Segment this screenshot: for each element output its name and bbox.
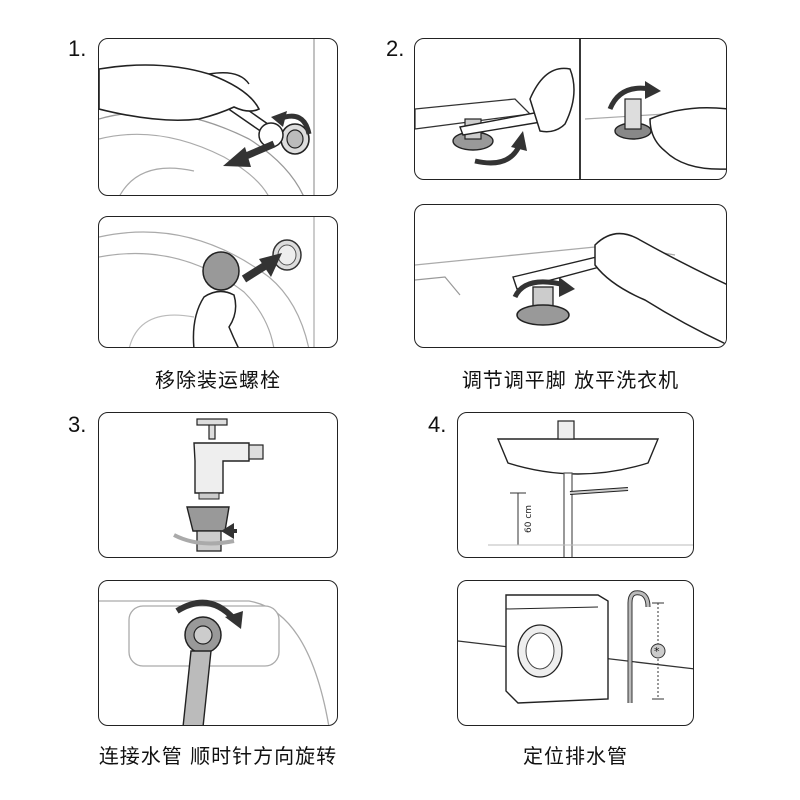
step-3-caption: 连接水管 顺时针方向旋转 xyxy=(98,744,338,768)
insert-cap-illustration xyxy=(99,217,315,347)
step-4-caption: 定位排水管 xyxy=(523,744,628,768)
adjust-feet-illustration xyxy=(415,39,726,179)
drain-pipe-icon xyxy=(569,487,629,495)
step-1-number: 1. xyxy=(68,36,87,61)
faucet-connect-illustration xyxy=(173,418,264,552)
panel-remove-bolt-wrench xyxy=(98,38,338,196)
bolt-icon xyxy=(280,123,310,155)
step-1-caption: 移除装运螺栓 xyxy=(155,368,281,392)
level-machine-illustration xyxy=(415,232,726,345)
asterisk-label: * xyxy=(654,645,660,658)
sink-drain-illustration: 60 cm xyxy=(488,420,693,557)
panel-insert-cap xyxy=(98,216,338,348)
step-4-number: 4. xyxy=(428,412,447,437)
panel-adjust-feet-bottom xyxy=(414,204,727,348)
step-3-number: 3. xyxy=(68,412,87,437)
hose-rotate-illustration xyxy=(99,599,330,725)
washer-drain-illustration: * xyxy=(458,590,693,704)
step-2-caption: 调节调平脚 放平洗衣机 xyxy=(461,368,680,392)
sink-icon xyxy=(496,420,660,475)
remove-bolt-illustration xyxy=(99,39,315,195)
arrow-icon xyxy=(223,140,276,167)
height-label: 60 cm xyxy=(524,505,534,533)
panel-adjust-feet-top xyxy=(414,38,727,180)
panel-connect-faucet xyxy=(98,412,338,558)
washing-machine-icon xyxy=(505,594,609,704)
step-2-number: 2. xyxy=(386,36,405,61)
hand-icon xyxy=(99,64,261,122)
hose-icon xyxy=(182,650,212,725)
panel-washer-drain: * xyxy=(457,580,694,726)
panel-rotate-hose xyxy=(98,580,338,726)
faucet-icon xyxy=(193,418,264,494)
panel-sink-drain: 60 cm xyxy=(457,412,694,558)
